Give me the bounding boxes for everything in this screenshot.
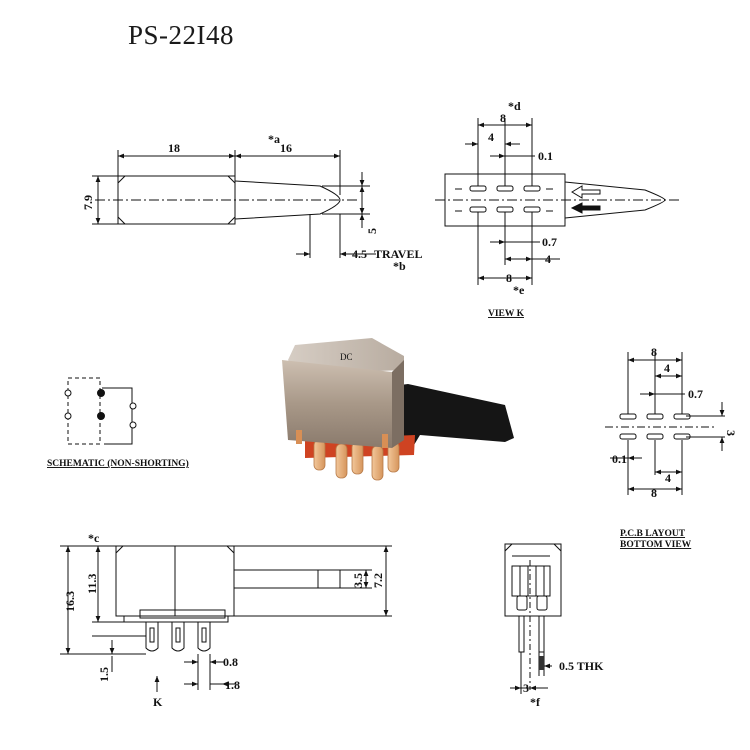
pcb-label-0-7: 0.7 <box>688 387 703 401</box>
label-7-2: 7.2 <box>371 573 385 588</box>
pcb-caption-line2: BOTTOM VIEW <box>620 540 692 550</box>
side-view-labels: *c 16.3 11.3 3.5 7.2 1.5 0.8 1.8 K <box>63 531 385 709</box>
label-8-top: 8 <box>500 111 506 125</box>
photo-marking: DC <box>340 352 353 362</box>
view-k-labels: 8 *d 4 0.1 0.7 4 8 *e VIEW K <box>488 99 557 319</box>
end-view-pin-right <box>538 615 545 653</box>
label-0-7: 0.7 <box>542 235 557 249</box>
pcb-label-8-bottom: 8 <box>651 486 657 500</box>
label-0-5-thk: 0.5 THK <box>559 659 604 673</box>
label-16: 16 <box>280 141 292 155</box>
photo-terminals <box>313 439 400 481</box>
schematic-link <box>102 387 133 445</box>
note-d: *d <box>508 99 521 113</box>
pcb-layout-labels: 8 4 0.7 3 0.1 4 8 P.C.B LAYOUT BOTTOM VI… <box>612 345 738 550</box>
view-k <box>435 118 680 285</box>
label-11-3: 11.3 <box>85 574 99 594</box>
pcb-label-4-bottom: 4 <box>665 471 671 485</box>
side-view-actuator <box>233 569 341 589</box>
end-view-body <box>504 543 562 617</box>
label-4-top: 4 <box>488 130 494 144</box>
side-view-terminals <box>145 622 211 652</box>
side-view <box>60 545 392 692</box>
label-7-9: 7.9 <box>81 195 95 210</box>
label-16-3: 16.3 <box>63 591 77 612</box>
end-view <box>504 543 562 694</box>
end-view-labels: 0.5 THK 3 *f <box>523 659 604 709</box>
top-view-actuator <box>234 180 341 220</box>
note-c: *c <box>88 531 100 545</box>
pcb-label-0-1: 0.1 <box>612 452 627 466</box>
pcb-label-4-top: 4 <box>664 361 670 375</box>
top-view <box>92 150 376 258</box>
label-5: 5 <box>365 228 379 234</box>
note-b: *b <box>393 259 406 273</box>
label-1-8: 1.8 <box>225 678 240 692</box>
schematic-dashed-frame <box>67 377 101 445</box>
schematic-caption: SCHEMATIC (NON-SHORTING) <box>47 458 189 469</box>
label-1-5: 1.5 <box>97 667 111 682</box>
schematic <box>64 377 137 445</box>
top-view-corner-marks <box>117 175 236 225</box>
end-view-pin-left <box>518 615 525 653</box>
label-0-8: 0.8 <box>223 655 238 669</box>
note-f: *f <box>530 695 541 709</box>
label-3: 3 <box>523 681 529 695</box>
end-view-window <box>511 565 551 597</box>
photo-actuator <box>392 384 514 455</box>
label-4-5: 4.5 <box>352 247 367 261</box>
label-travel: TRAVEL <box>374 247 422 261</box>
view-k-terminal-slots <box>469 185 541 213</box>
note-e: *e <box>513 283 525 297</box>
part-number-title: PS-22I48 <box>128 20 235 50</box>
pcb-label-3: 3 <box>724 430 738 436</box>
product-photo: DC <box>282 338 514 481</box>
pcb-caption-line1: P.C.B LAYOUT <box>620 529 686 539</box>
label-0-1: 0.1 <box>538 149 553 163</box>
pcb-label-8-top: 8 <box>651 345 657 359</box>
photo-case-front <box>282 360 392 448</box>
label-8-bottom: 8 <box>506 271 512 285</box>
label-4-bottom: 4 <box>545 252 551 266</box>
view-k-direction-arrow-filled <box>570 202 601 214</box>
label-3-5: 3.5 <box>351 573 365 588</box>
label-k: K <box>153 695 163 709</box>
top-view-labels: 18 16 *a 7.9 5 4.5 TRAVEL *b <box>81 132 422 273</box>
pcb-layout <box>605 352 725 495</box>
view-k-direction-arrow-outline <box>571 185 601 199</box>
note-a: *a <box>268 132 280 146</box>
view-k-caption: VIEW K <box>488 309 525 319</box>
label-18: 18 <box>168 141 180 155</box>
